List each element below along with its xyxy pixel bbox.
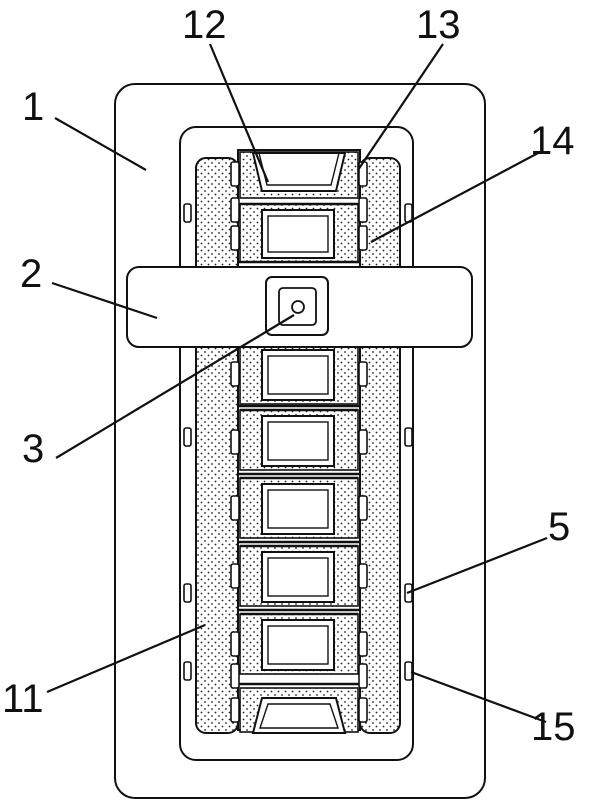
label-11: 11: [2, 677, 44, 721]
left-lug: [230, 225, 240, 251]
chain-link: [239, 342, 359, 405]
lock-knob: [265, 276, 329, 336]
left-lug: [230, 663, 240, 689]
left-lug: [230, 631, 240, 657]
right-lug: [358, 563, 368, 589]
label-5: 5: [548, 505, 570, 549]
chain-link: [239, 202, 359, 263]
left-lug: [230, 361, 240, 387]
left-lug: [230, 697, 240, 723]
left-lug: [230, 161, 240, 187]
frame-pin: [183, 583, 192, 603]
right-lug: [358, 197, 368, 223]
chain-link: [239, 408, 359, 471]
label-14: 14: [530, 119, 575, 163]
leader-lines: [46, 43, 548, 724]
left-lug: [230, 563, 240, 589]
left-lug: [230, 429, 240, 455]
chain-links: [238, 202, 360, 686]
label-13: 13: [416, 3, 461, 47]
frame-pin: [404, 427, 413, 447]
chain-link: [239, 544, 359, 607]
chain-link: [239, 476, 359, 539]
frame-pin: [183, 427, 192, 447]
label-2: 2: [20, 252, 42, 296]
frame-pin: [404, 661, 413, 681]
left-lug: [230, 197, 240, 223]
chain-link: [239, 612, 359, 675]
right-lug: [358, 631, 368, 657]
right-lug: [358, 429, 368, 455]
side-lugs: [183, 161, 413, 723]
frame-pin: [183, 661, 192, 681]
frame-pin: [183, 203, 192, 223]
left-lug: [230, 495, 240, 521]
label-1: 1: [22, 85, 44, 129]
label-12: 12: [182, 3, 227, 47]
frame-pin: [404, 203, 413, 223]
bottom-end-cap: [239, 687, 359, 734]
right-lug: [358, 361, 368, 387]
right-lug: [358, 663, 368, 689]
label-15: 15: [531, 705, 576, 749]
right-lug: [358, 697, 368, 723]
right-lug: [358, 225, 368, 251]
label-3: 3: [22, 427, 44, 471]
right-lug: [358, 495, 368, 521]
